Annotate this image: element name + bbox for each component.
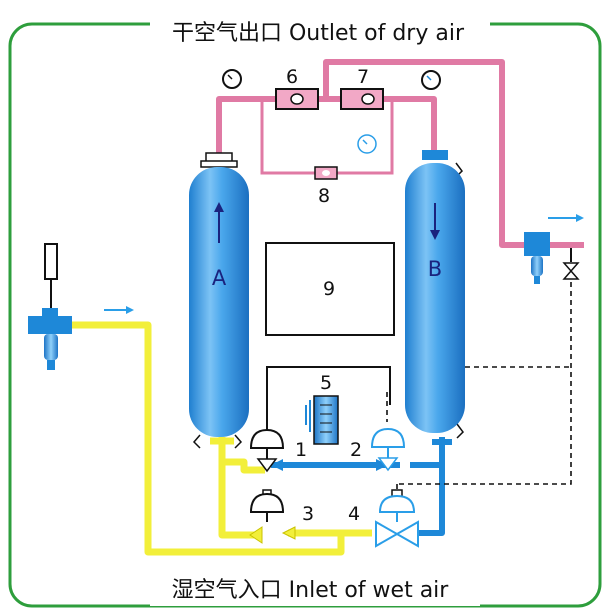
drain-valve-icon	[562, 248, 580, 280]
dry-air-piping	[216, 59, 584, 248]
pressure-gauge-center	[357, 134, 377, 154]
label-3: 3	[302, 503, 314, 525]
outlet-filter	[524, 232, 550, 284]
tower-a	[189, 152, 249, 449]
label-1: 1	[295, 439, 307, 461]
inlet-filter	[28, 243, 72, 370]
wet-air-piping	[53, 321, 372, 556]
orifice-8	[314, 166, 338, 180]
valve-4	[375, 489, 419, 548]
pressure-gauge-right	[421, 70, 441, 90]
valve-1	[249, 428, 285, 473]
check-valve-6	[275, 88, 319, 110]
controller-box-9	[265, 242, 395, 336]
label-8: 8	[318, 185, 330, 207]
tower-b	[405, 150, 465, 439]
bypass-loop	[260, 101, 394, 175]
tower-a-label: A	[212, 266, 227, 290]
label-5: 5	[320, 372, 332, 394]
valve-3	[249, 489, 285, 522]
outlet-title: 干空气出口 Outlet of dry air	[172, 21, 465, 46]
valve-2	[370, 427, 406, 472]
tower-b-label: B	[428, 257, 442, 281]
label-4: 4	[348, 503, 360, 525]
label-6: 6	[286, 66, 298, 88]
control-lines	[266, 366, 391, 433]
inlet-title: 湿空气入口 Inlet of wet air	[172, 578, 450, 603]
pressure-gauge-left	[222, 69, 242, 89]
label-7: 7	[357, 66, 369, 88]
label-2: 2	[350, 439, 362, 461]
check-valve-7	[340, 88, 384, 110]
label-9: 9	[323, 278, 335, 300]
silencer-5	[305, 395, 339, 445]
